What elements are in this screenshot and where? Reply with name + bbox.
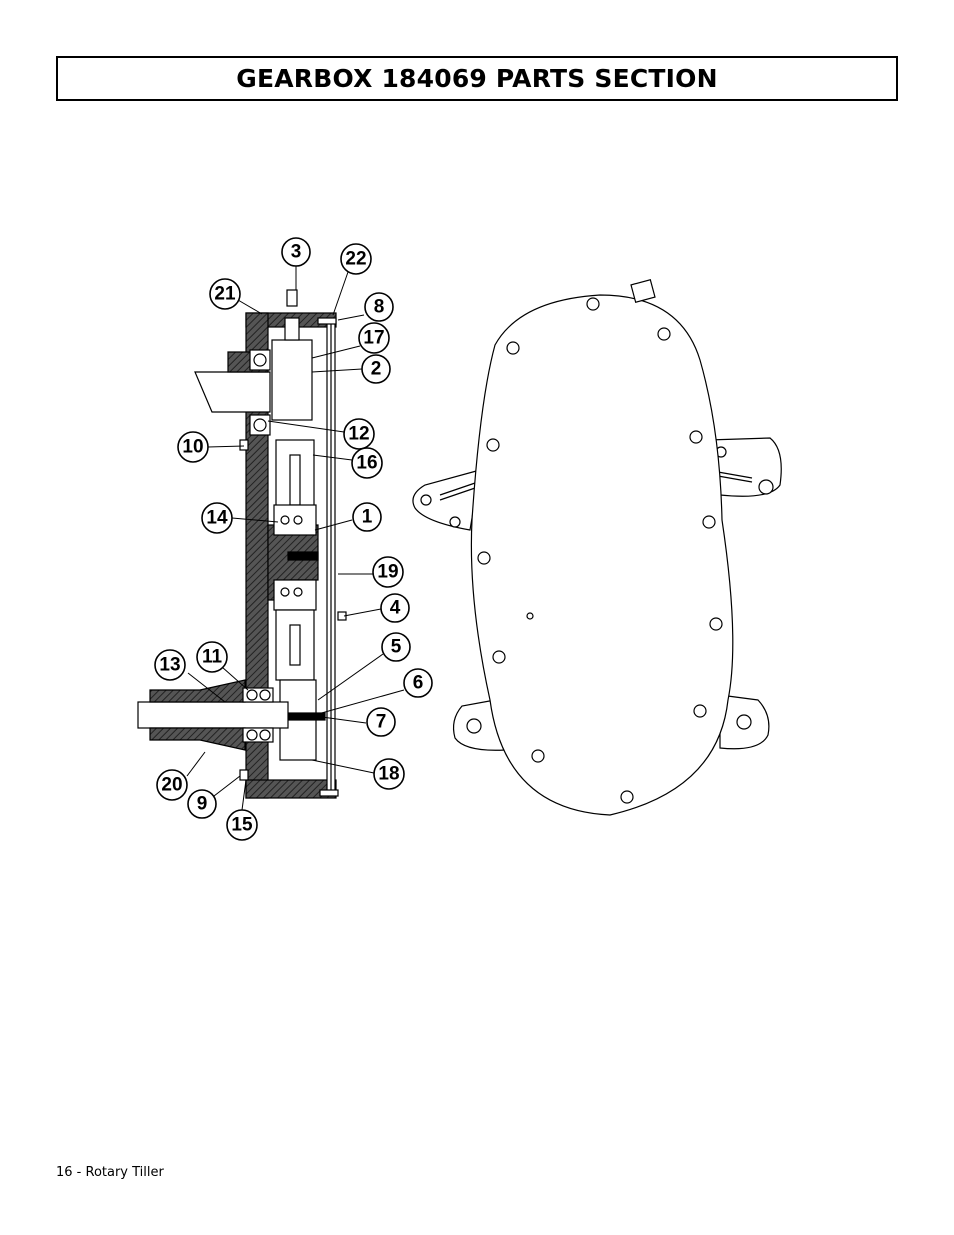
callout-2: 2 — [361, 354, 391, 384]
svg-text:9: 9 — [197, 794, 208, 815]
svg-text:6: 6 — [413, 673, 424, 694]
callout-9: 9 — [187, 789, 217, 819]
callout-3: 3 — [281, 237, 311, 267]
callout-6: 6 — [403, 668, 433, 698]
svg-text:8: 8 — [374, 297, 385, 318]
callout-1: 1 — [352, 502, 382, 532]
section-view — [137, 289, 347, 799]
callout-14: 14 — [201, 502, 233, 534]
callout-5: 5 — [381, 632, 411, 662]
svg-text:14: 14 — [206, 508, 228, 529]
svg-text:4: 4 — [390, 598, 401, 619]
callout-19: 19 — [372, 556, 404, 588]
svg-text:15: 15 — [231, 815, 253, 836]
callout-8: 8 — [364, 292, 394, 322]
svg-text:16: 16 — [356, 453, 377, 474]
svg-text:11: 11 — [202, 647, 223, 668]
svg-text:17: 17 — [363, 328, 384, 349]
callout-16: 16 — [351, 447, 383, 479]
leader-lines — [186, 266, 405, 811]
svg-text:13: 13 — [159, 655, 180, 676]
page-title-box: GEARBOX 184069 PARTS SECTION — [56, 56, 898, 101]
callout-15: 15 — [226, 809, 258, 841]
svg-text:3: 3 — [291, 242, 302, 263]
svg-text:1: 1 — [362, 507, 373, 528]
callout-18: 18 — [373, 758, 405, 790]
callout-4: 4 — [380, 593, 410, 623]
page-title: GEARBOX 184069 PARTS SECTION — [236, 64, 718, 93]
callout-7: 7 — [366, 707, 396, 737]
callout-20: 20 — [156, 769, 188, 801]
svg-text:19: 19 — [377, 562, 398, 583]
callout-11: 11 — [196, 641, 228, 673]
callout-10: 10 — [177, 431, 209, 463]
front-view — [412, 278, 782, 816]
svg-text:18: 18 — [378, 764, 399, 785]
callout-22: 22 — [340, 243, 372, 275]
callout-21: 21 — [209, 278, 241, 310]
callout-17: 17 — [358, 322, 390, 354]
svg-text:12: 12 — [348, 424, 369, 445]
svg-text:21: 21 — [214, 284, 236, 305]
svg-text:5: 5 — [391, 637, 402, 658]
svg-text:22: 22 — [345, 249, 366, 270]
housing-bolts — [477, 297, 723, 804]
svg-text:20: 20 — [161, 775, 182, 796]
page-footer: 16 - Rotary Tiller — [56, 1165, 164, 1180]
callout-13: 13 — [154, 649, 186, 681]
callout-12: 12 — [343, 418, 375, 450]
svg-text:10: 10 — [182, 437, 203, 458]
svg-text:2: 2 — [371, 359, 382, 380]
svg-text:7: 7 — [376, 712, 387, 733]
